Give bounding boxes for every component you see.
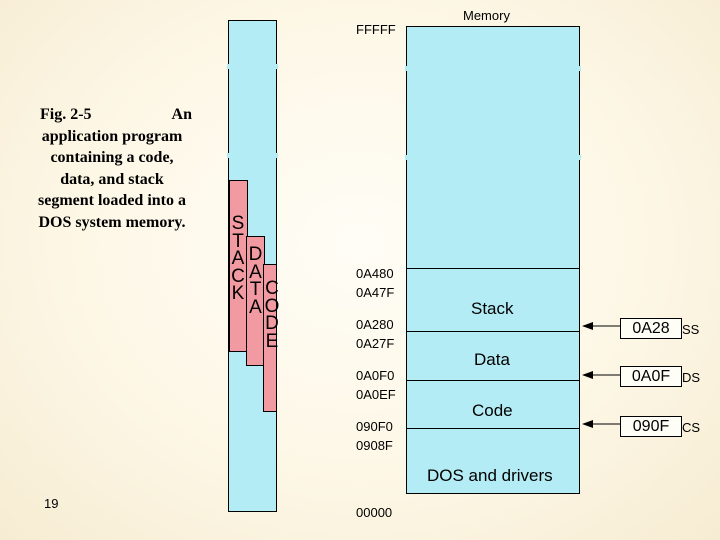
stack-letter: A bbox=[231, 248, 245, 269]
data-segment-label: Data bbox=[474, 350, 510, 369]
ss-register-name: SS bbox=[682, 322, 700, 337]
caption-line-1: Fig. 2-5 An bbox=[22, 104, 202, 126]
column-break-mark bbox=[276, 153, 278, 158]
column-break-mark bbox=[405, 66, 407, 71]
ss-register-value: 0A28 bbox=[620, 318, 682, 339]
data-vertical-label: D A T A bbox=[246, 244, 265, 318]
caption-word-an: An bbox=[171, 106, 192, 123]
data-letter: A bbox=[249, 296, 262, 318]
stack-letter: C bbox=[231, 265, 245, 287]
segment-boundary-line bbox=[406, 428, 580, 429]
column-break-mark bbox=[579, 155, 581, 160]
ss-arrow-head bbox=[582, 322, 593, 330]
lower-address: 0A27F bbox=[356, 336, 395, 351]
column-break-mark bbox=[227, 153, 229, 158]
code-letter: O bbox=[264, 295, 280, 317]
cs-register-name: CS bbox=[682, 420, 701, 435]
memory-map-column bbox=[406, 26, 580, 494]
boundary-address-pair: 0A0F0 0A0EF bbox=[356, 366, 396, 404]
dos-segment-label: DOS and drivers bbox=[427, 466, 553, 485]
stack-vertical-label: S T A C K bbox=[229, 213, 247, 304]
boundary-address-pair: 090F0 0908F bbox=[356, 417, 393, 455]
code-letter: C bbox=[265, 278, 279, 299]
cs-register-value: 090F bbox=[620, 416, 682, 437]
segment-boundary-line bbox=[406, 380, 580, 381]
stack-letter: T bbox=[232, 230, 244, 252]
boundary-address-pair: 0A280 0A27F bbox=[356, 315, 394, 353]
upper-address: 0A280 bbox=[356, 317, 394, 332]
code-segment-column bbox=[263, 264, 277, 412]
upper-address: 0A480 bbox=[356, 266, 394, 281]
stack-segment-label: Stack bbox=[471, 299, 514, 318]
memory-title: Memory bbox=[463, 8, 510, 23]
segment-boundary-line bbox=[406, 331, 580, 332]
stack-letter: K bbox=[231, 283, 245, 304]
cs-arrow-head bbox=[582, 420, 593, 428]
lower-address: 0A0EF bbox=[356, 387, 396, 402]
ds-arrow-head bbox=[582, 371, 593, 379]
data-letter: A bbox=[249, 261, 262, 283]
code-letter: E bbox=[265, 330, 279, 352]
lower-address: 0908F bbox=[356, 438, 393, 453]
caption-line: segment loaded into a bbox=[38, 192, 186, 209]
data-letter: T bbox=[249, 279, 262, 300]
ds-register-name: DS bbox=[682, 370, 701, 385]
stack-letter: S bbox=[231, 213, 245, 234]
column-break-mark bbox=[579, 66, 581, 71]
bottom-address-label: 00000 bbox=[356, 505, 393, 520]
upper-address: 090F0 bbox=[356, 419, 393, 434]
code-letter: D bbox=[265, 313, 279, 334]
upper-address: 0A0F0 bbox=[356, 368, 395, 383]
caption-line: containing a code, bbox=[50, 149, 174, 166]
column-break-mark bbox=[276, 64, 278, 69]
boundary-address-pair: 0A480 0A47F bbox=[356, 264, 394, 302]
caption-line: application program bbox=[41, 127, 183, 145]
caption-line: data, and stack bbox=[60, 170, 164, 188]
data-letter: D bbox=[248, 244, 263, 265]
figure-caption: Fig. 2-5 An application program containi… bbox=[22, 104, 202, 233]
caption-line: DOS system memory. bbox=[38, 213, 186, 231]
code-vertical-label: C O D E bbox=[263, 278, 281, 352]
caption-fig-label: Fig. 2-5 bbox=[40, 106, 92, 123]
code-segment-label: Code bbox=[472, 401, 513, 420]
ds-register-value: 0A0F bbox=[620, 366, 682, 387]
column-break-mark bbox=[227, 64, 229, 69]
lower-address: 0A47F bbox=[356, 285, 395, 300]
segment-boundary-line bbox=[406, 268, 580, 269]
column-break-mark bbox=[405, 155, 407, 160]
top-address-label: FFFFF bbox=[356, 22, 396, 37]
page-number: 19 bbox=[44, 496, 59, 511]
